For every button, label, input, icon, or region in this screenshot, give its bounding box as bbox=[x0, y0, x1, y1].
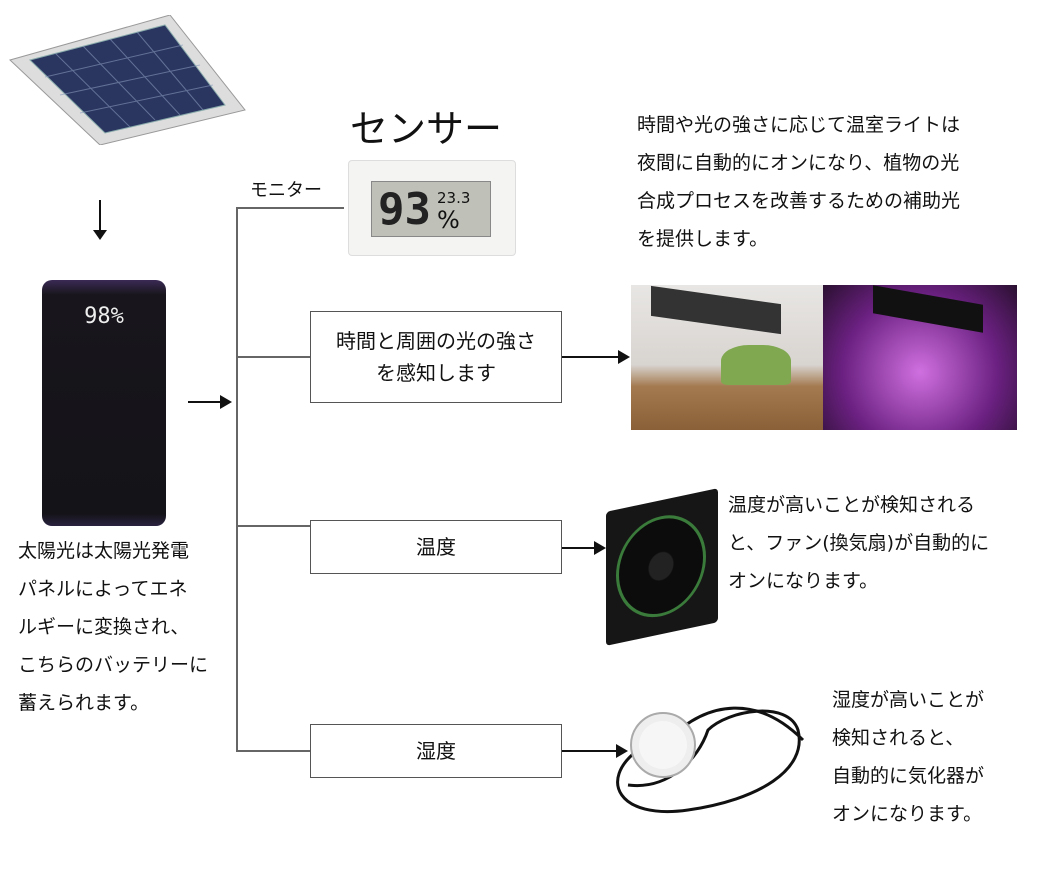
battery-caption: 太陽光は太陽光発電 パネルによってエネ ルギーに変換され、 こちらのバッテリーに… bbox=[18, 532, 208, 722]
caption-line: ルギーに変換され、 bbox=[18, 616, 190, 638]
text-line: 湿度が高いことが bbox=[832, 689, 985, 711]
text-line: を提供します。 bbox=[637, 228, 769, 250]
fan-description: 温度が高いことが検知される と、ファン(換気扇)が自動的に オンになります。 bbox=[728, 486, 989, 600]
solar-panel-image bbox=[9, 15, 246, 145]
down-arrow bbox=[99, 200, 101, 232]
humidity-reading: 93 bbox=[378, 183, 431, 235]
text-line: 温度が高いことが検知される bbox=[728, 494, 976, 516]
branch-line bbox=[236, 356, 310, 358]
box-line: を感知します bbox=[376, 361, 496, 385]
text-line: 合成プロセスを改善するための補助光 bbox=[637, 190, 961, 212]
temperature-reading: 23.3 bbox=[436, 189, 471, 207]
light-description: 時間や光の強さに応じて温室ライトは 夜間に自動的にオンになり、植物の光 合成プロ… bbox=[637, 106, 960, 258]
trunk-line bbox=[236, 207, 238, 751]
caption-line: 蓄えられます。 bbox=[18, 692, 150, 714]
arrow-head-icon bbox=[93, 230, 107, 240]
humidity-unit: % bbox=[436, 206, 460, 234]
fan-arrow bbox=[562, 541, 606, 555]
text-line: 夜間に自動的にオンになり、植物の光 bbox=[637, 152, 960, 174]
battery-arrow bbox=[188, 395, 232, 409]
text-line: 自動的に気化器が bbox=[832, 765, 985, 787]
text-line: と、ファン(換気扇)が自動的に bbox=[728, 532, 990, 554]
page-title: センサー bbox=[350, 107, 503, 151]
text-line: 検知されると、 bbox=[832, 727, 965, 749]
text-line: オンになります。 bbox=[728, 570, 879, 592]
battery-image: 98% bbox=[42, 280, 166, 526]
monitor-label: モニター bbox=[250, 180, 322, 201]
branch-line bbox=[236, 207, 344, 209]
caption-line: 太陽光は太陽光発電 bbox=[18, 540, 190, 562]
temperature-sensor-box: 温度 bbox=[310, 520, 562, 574]
greenhouse-day-image bbox=[631, 285, 823, 430]
branch-line bbox=[236, 525, 310, 527]
box-line: 時間と周囲の光の強さ bbox=[336, 329, 536, 353]
light-sensor-box: 時間と周囲の光の強さを感知します bbox=[310, 311, 562, 403]
caption-line: パネルによってエネ bbox=[18, 578, 188, 600]
caption-line: こちらのバッテリーに bbox=[18, 654, 209, 676]
humidifier-image bbox=[616, 706, 805, 813]
text-line: オンになります。 bbox=[832, 803, 983, 825]
battery-percentage: 98% bbox=[84, 304, 124, 329]
humidifier-description: 湿度が高いことが 検知されると、 自動的に気化器が オンになります。 bbox=[832, 681, 984, 833]
greenhouse-night-image bbox=[823, 285, 1017, 430]
text-line: 時間や光の強さに応じて温室ライトは bbox=[637, 114, 961, 136]
humidifier-arrow bbox=[562, 744, 628, 758]
thermometer-image: 93 23.3 % bbox=[348, 160, 516, 256]
branch-line bbox=[236, 750, 310, 752]
light-arrow bbox=[562, 350, 630, 364]
fan-image bbox=[606, 488, 718, 646]
humidity-sensor-box: 湿度 bbox=[310, 724, 562, 778]
